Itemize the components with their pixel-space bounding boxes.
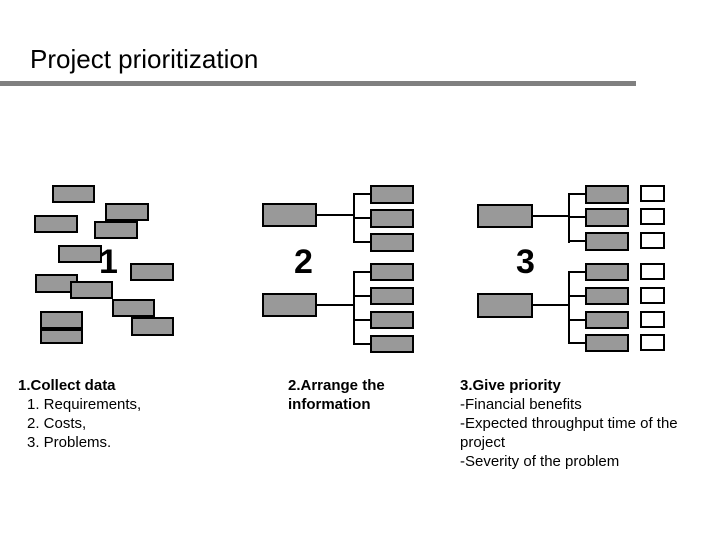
child-box: [585, 263, 629, 281]
connector-stub: [353, 343, 370, 345]
child-box: [585, 287, 629, 305]
connector-stub: [353, 241, 370, 243]
child-box: [585, 311, 629, 329]
caption-heading: 3.Give priority: [460, 377, 561, 394]
connector-stub: [353, 319, 370, 321]
priority-box: [640, 185, 665, 202]
parent-box: [477, 293, 533, 318]
child-box: [370, 311, 414, 329]
task-box: [130, 263, 174, 281]
caption-arrange-information: 2.Arrange the information: [288, 377, 385, 413]
step-number-1: 1: [99, 243, 118, 281]
caption-item: 2. Costs,: [27, 415, 87, 432]
task-box: [105, 203, 149, 221]
priority-box: [640, 232, 665, 249]
child-box: [370, 287, 414, 305]
connector-stub: [568, 295, 585, 297]
connector-stub: [353, 295, 370, 297]
child-box: [370, 185, 414, 204]
parent-box: [262, 203, 317, 227]
parent-box: [477, 204, 533, 228]
connector-stub: [568, 240, 585, 242]
task-box: [112, 299, 155, 317]
connector-vline: [568, 193, 570, 243]
child-box: [370, 263, 414, 281]
connector-stub: [568, 216, 585, 218]
caption-item: -Financial benefits: [460, 396, 582, 413]
child-box: [585, 334, 629, 352]
task-box: [70, 281, 113, 299]
caption-item: -Expected throughput time of the project: [460, 415, 678, 451]
page-title: Project prioritization: [30, 44, 259, 74]
connector-stub: [568, 319, 585, 321]
connector-stub: [353, 271, 370, 273]
connector-stub: [353, 217, 370, 219]
connector-hline: [533, 215, 568, 217]
connector-hline: [317, 304, 353, 306]
task-box: [52, 185, 95, 203]
priority-box: [640, 311, 665, 328]
caption-give-priority: 3.Give priority -Financial benefits -Exp…: [460, 376, 695, 471]
priority-box: [640, 334, 665, 351]
task-box: [94, 221, 138, 239]
priority-box: [640, 263, 665, 280]
step-number-3: 3: [516, 243, 535, 281]
caption-collect-data: 1.Collect data 1. Requirements, 2. Costs…: [18, 376, 218, 452]
connector-stub: [568, 271, 585, 273]
connector-vline: [568, 271, 570, 344]
child-box: [585, 208, 629, 227]
child-box: [585, 185, 629, 204]
connector-vline: [353, 271, 355, 345]
task-box: [40, 329, 83, 344]
connector-hline: [533, 304, 568, 306]
child-box: [370, 233, 414, 252]
caption-heading: 1.Collect data: [18, 377, 116, 394]
child-box: [370, 209, 414, 228]
task-box: [58, 245, 102, 263]
connector-stub: [568, 342, 585, 344]
parent-box: [262, 293, 317, 317]
title-underline-bar: [0, 81, 636, 86]
connector-hline: [317, 214, 353, 216]
connector-stub: [353, 193, 370, 195]
connector-stub: [568, 193, 585, 195]
priority-box: [640, 287, 665, 304]
priority-box: [640, 208, 665, 225]
task-box: [131, 317, 174, 336]
child-box: [585, 232, 629, 251]
caption-item: 1. Requirements,: [27, 396, 142, 413]
caption-item: -Severity of the problem: [460, 453, 620, 470]
step-number-2: 2: [294, 243, 313, 281]
task-box: [34, 215, 78, 233]
task-box: [40, 311, 83, 329]
child-box: [370, 335, 414, 353]
caption-item: 3. Problems.: [27, 434, 112, 451]
